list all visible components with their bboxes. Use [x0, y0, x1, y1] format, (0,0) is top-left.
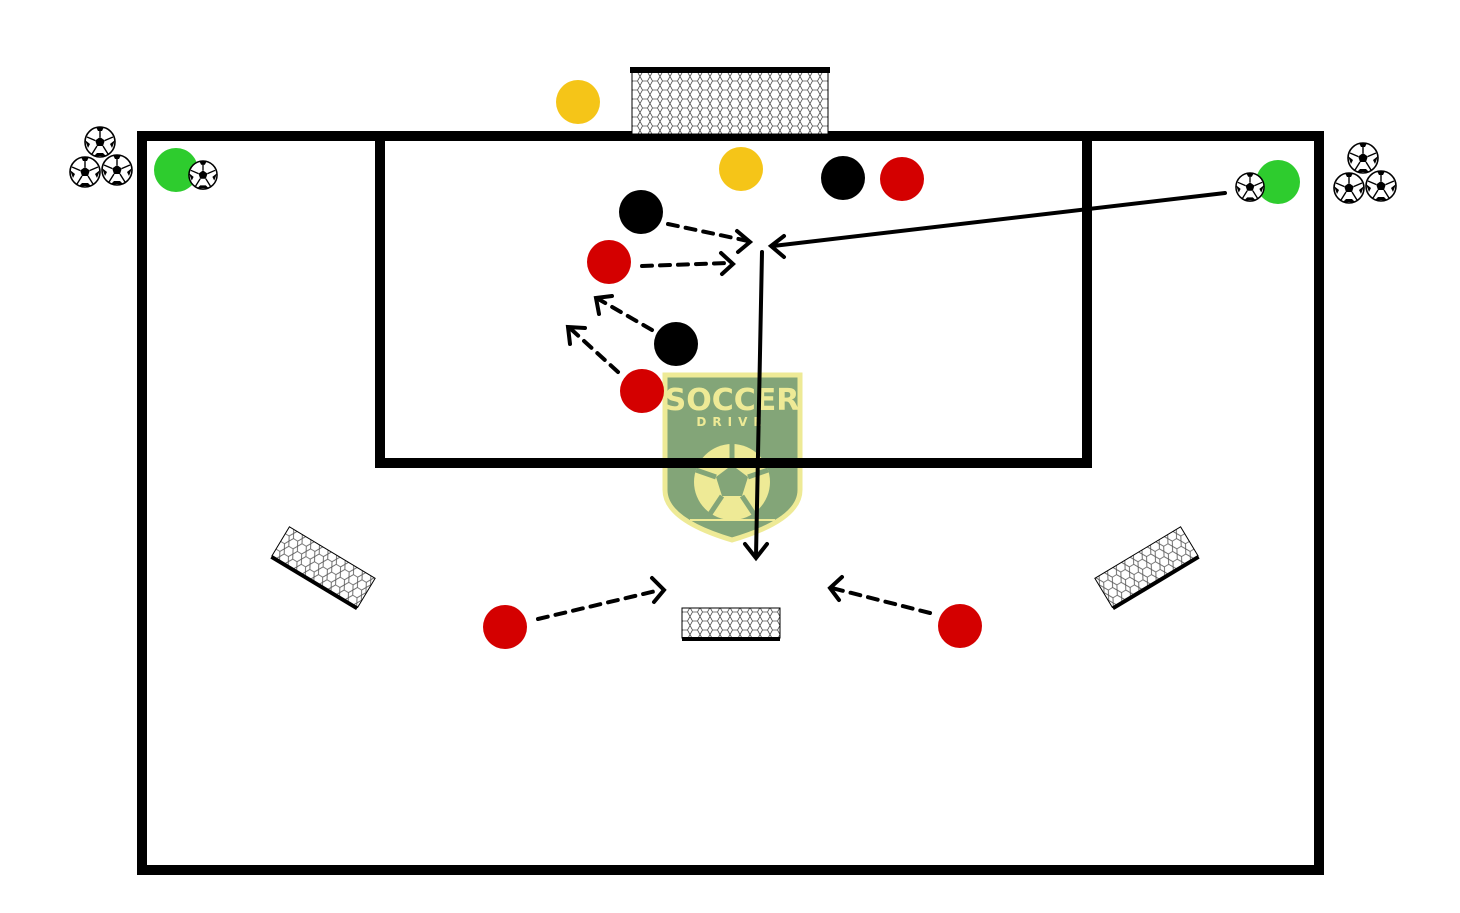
player-marker-icon	[587, 240, 631, 284]
arrow-head	[827, 575, 844, 602]
run-arrow	[536, 588, 662, 621]
soccer-ball-icon	[69, 156, 101, 188]
ball-pile-right	[1333, 142, 1397, 204]
arrow-head	[735, 229, 754, 254]
soccer-ball-icon	[1235, 172, 1265, 202]
soccer-ball-icon	[188, 160, 218, 190]
mini-goal-center	[681, 607, 781, 641]
run-arrow	[640, 261, 730, 268]
run-arrow	[570, 328, 620, 374]
soccer-ball-icon	[1347, 142, 1379, 174]
player-marker-icon	[719, 147, 763, 191]
soccer-ball-icon	[84, 126, 116, 158]
run-arrow	[598, 298, 654, 332]
arrow-head	[767, 234, 786, 259]
players	[154, 80, 1300, 649]
soccer-ball-icon	[1365, 170, 1397, 202]
movement-arrows	[536, 191, 1227, 621]
mini-goal-right	[1094, 526, 1200, 611]
player-marker-icon	[821, 156, 865, 200]
player-marker-icon	[938, 604, 982, 648]
goal-net-icon	[631, 69, 829, 135]
soccer-drive-logo: SOCCER DRIVE	[662, 372, 803, 543]
run-arrow	[830, 586, 932, 615]
player-marker-icon	[880, 157, 924, 201]
pass-arrow	[771, 191, 1227, 248]
mini-goal-left	[270, 526, 376, 611]
arrow-head	[650, 576, 667, 604]
logo-text-drive: DRIVE	[696, 415, 767, 429]
arrow-head	[593, 294, 614, 316]
player-marker-icon	[619, 190, 663, 234]
player-marker-icon	[483, 605, 527, 649]
goal-net-icon	[681, 607, 781, 639]
arrow-head	[743, 542, 769, 562]
player-marker-icon	[654, 322, 698, 366]
arrow-head	[719, 251, 736, 276]
pass-arrow	[754, 250, 764, 558]
player-marker-icon	[154, 148, 198, 192]
player-marker-icon	[620, 369, 664, 413]
arrow-head	[565, 324, 587, 346]
player-marker-icon	[1256, 160, 1300, 204]
player-marker-icon	[556, 80, 600, 124]
penalty-area	[375, 131, 1092, 468]
logo-text-soccer: SOCCER	[665, 383, 800, 418]
ball-pile-left	[69, 126, 133, 188]
run-arrow	[666, 222, 750, 243]
soccer-ball-icon	[101, 154, 133, 186]
soccer-ball-icon	[1333, 172, 1365, 204]
main-goal	[630, 67, 830, 135]
